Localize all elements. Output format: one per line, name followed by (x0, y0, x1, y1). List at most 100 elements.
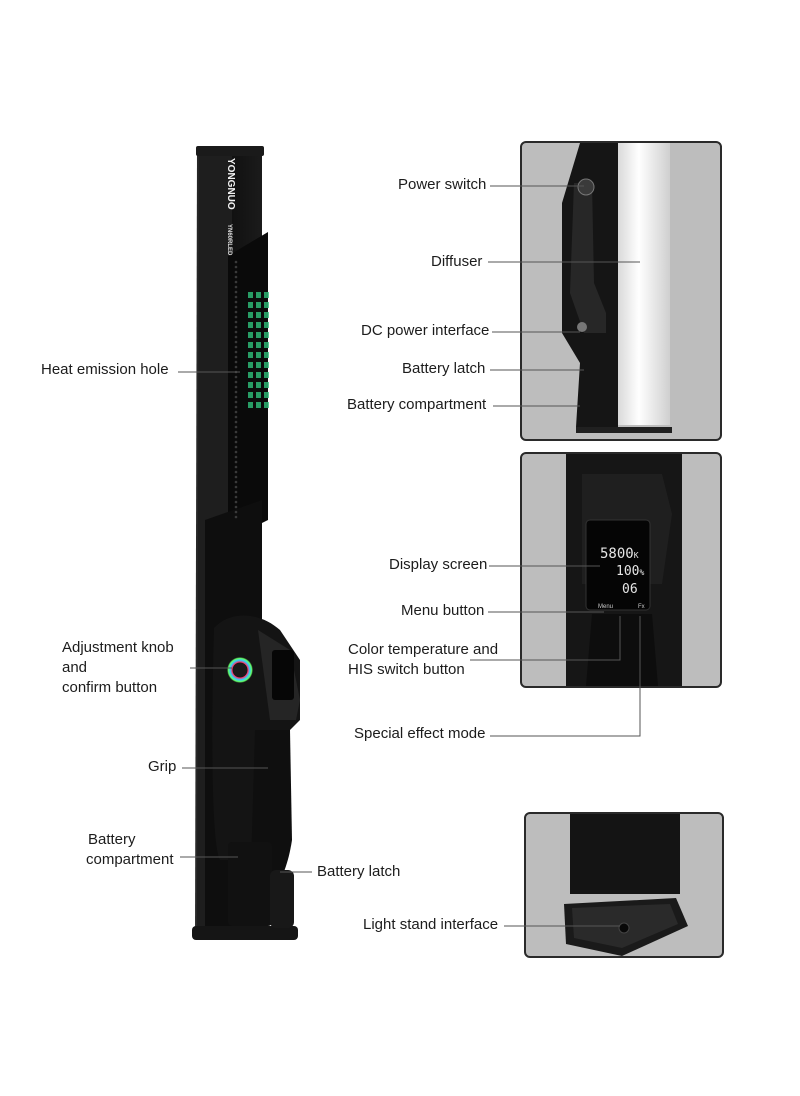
heat-hole (234, 460, 238, 464)
heat-hole (234, 505, 238, 509)
led-indicator (256, 402, 261, 408)
label-battery-latch-main: Battery latch (317, 863, 401, 880)
led-indicator (256, 372, 261, 378)
led-indicator (264, 332, 269, 338)
heat-hole (234, 490, 238, 494)
heat-hole (234, 270, 238, 274)
heat-hole (234, 285, 238, 289)
heat-hole (234, 415, 238, 419)
heat-hole (234, 405, 238, 409)
label-battery-latch-panel: Battery latch (402, 360, 486, 377)
label-special-effect-mode: Special effect mode (354, 725, 486, 742)
led-indicator (256, 292, 261, 298)
heat-hole (234, 475, 238, 479)
led-indicator (256, 322, 261, 328)
heat-hole (234, 260, 238, 264)
label-adjustment-knob-line2: and (62, 659, 88, 676)
heat-hole (234, 325, 238, 329)
led-indicator (256, 342, 261, 348)
label-color-temp-line2: HIS switch button (348, 661, 465, 678)
label-display-screen: Display screen (389, 556, 488, 573)
led-indicator (248, 322, 253, 328)
heat-hole (234, 400, 238, 404)
led-indicator (256, 382, 261, 388)
heat-hole (234, 350, 238, 354)
heat-hole (234, 385, 238, 389)
heat-hole (234, 500, 238, 504)
label-heat-emission-hole: Heat emission hole (41, 361, 169, 378)
heat-hole (234, 395, 238, 399)
led-indicator (256, 352, 261, 358)
panel-side-view (520, 141, 722, 441)
heat-hole (234, 290, 238, 294)
label-adjustment-knob-line3: confirm button (62, 679, 158, 696)
heat-hole (234, 425, 238, 429)
heat-hole (234, 355, 238, 359)
led-indicator (248, 342, 253, 348)
heat-hole (234, 305, 238, 309)
heat-hole (234, 275, 238, 279)
heat-hole (234, 435, 238, 439)
label-menu-button: Menu button (401, 602, 485, 619)
heat-hole (234, 265, 238, 269)
led-indicator (264, 352, 269, 358)
heat-hole (234, 300, 238, 304)
led-indicator (264, 312, 269, 318)
leader-lines-main (178, 371, 312, 873)
label-adjustment-knob: Adjustment knob and confirm button (62, 638, 174, 698)
led-indicator (264, 362, 269, 368)
heat-hole (234, 450, 238, 454)
heat-hole (234, 320, 238, 324)
label-dc-power-interface: DC power interface (361, 322, 490, 339)
heat-hole (234, 295, 238, 299)
led-indicator (248, 332, 253, 338)
heat-hole (234, 465, 238, 469)
screen-fx-label: Fx (638, 604, 645, 610)
heat-hole (234, 365, 238, 369)
led-indicator-grid (248, 292, 269, 408)
grip-handle (212, 615, 300, 928)
label-light-stand-interface: Light stand interface (363, 916, 499, 933)
led-indicator (256, 332, 261, 338)
brand-logo: YONGNUO (225, 158, 236, 210)
screen-brightness: 100% (616, 564, 645, 579)
heat-hole (234, 330, 238, 334)
heat-emission-holes (234, 260, 238, 519)
heat-hole (234, 440, 238, 444)
heat-hole (234, 375, 238, 379)
led-indicator (248, 382, 253, 388)
heat-hole (234, 470, 238, 474)
screen-temperature: 5800K (600, 546, 639, 562)
heat-hole (234, 430, 238, 434)
heat-hole (234, 345, 238, 349)
heat-hole (234, 410, 238, 414)
led-indicator (264, 322, 269, 328)
led-indicator (264, 402, 269, 408)
led-indicator (248, 292, 253, 298)
heat-hole (234, 455, 238, 459)
led-indicator (256, 392, 261, 398)
led-indicator (264, 292, 269, 298)
label-grip: Grip (148, 758, 177, 775)
led-indicator (264, 382, 269, 388)
screen-effect: 06 (622, 582, 638, 597)
led-indicator (248, 362, 253, 368)
led-indicator (256, 362, 261, 368)
label-battery-compartment-line1: Battery (88, 831, 136, 848)
label-battery-compartment-line2: compartment (86, 851, 174, 868)
led-indicator (248, 392, 253, 398)
led-indicator (264, 342, 269, 348)
heat-hole (234, 335, 238, 339)
heat-hole (234, 390, 238, 394)
label-battery-compartment-main: Battery compartment (86, 830, 174, 870)
screen-menu-label: Menu (598, 604, 614, 610)
label-power-switch: Power switch (398, 176, 487, 193)
heat-hole (234, 280, 238, 284)
led-indicator (248, 302, 253, 308)
led-indicator (248, 312, 253, 318)
label-battery-compartment-panel: Battery compartment (347, 396, 487, 413)
panel-stand-interface (524, 812, 724, 958)
heat-hole (234, 360, 238, 364)
heat-hole (234, 480, 238, 484)
